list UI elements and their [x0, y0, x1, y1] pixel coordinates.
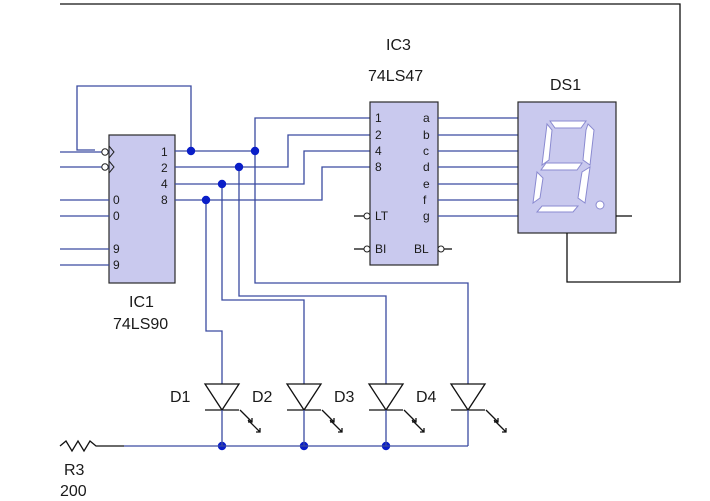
ic3-input-label: 4 — [375, 144, 382, 158]
ds1-display — [517, 101, 632, 234]
r3-value: 200 — [60, 483, 87, 500]
ic3-output-label: e — [423, 177, 430, 191]
led-d1 — [203, 350, 261, 446]
segment-bus — [438, 117, 518, 217]
ic3-output-label: b — [423, 128, 430, 142]
ic1-output-label: 8 — [161, 193, 168, 207]
r3-ref: R3 — [64, 462, 85, 479]
diode-label: D1 — [170, 389, 191, 406]
ic3-input-label: 2 — [375, 128, 382, 142]
ic3-output-label: g — [423, 209, 430, 223]
ic3-output-label: c — [423, 144, 429, 158]
ic1-chip: 0 0 9 9 1 2 4 8 — [60, 134, 176, 284]
ic3-lt-label: LT — [375, 209, 389, 223]
ds1-ref: DS1 — [550, 77, 581, 94]
ic1-input-label: 9 — [113, 242, 120, 256]
ic3-part: 74LS47 — [368, 68, 423, 85]
ic3-ref: IC3 — [386, 37, 411, 54]
ic3-chip: 1 2 4 8 LT BI BL a b c d e f g — [354, 101, 452, 266]
ic3-input-label: 8 — [375, 160, 382, 174]
junctions — [186, 146, 391, 451]
ic3-output-label: a — [423, 111, 430, 125]
ic1-input-label: 0 — [113, 209, 120, 223]
diode-label: D2 — [252, 389, 273, 406]
ic3-bl-label: BL — [414, 242, 429, 256]
ic1-input-label: 9 — [113, 258, 120, 272]
ic3-bi-label: BI — [375, 242, 386, 256]
ic3-output-label: d — [423, 160, 430, 174]
diode-label: D4 — [416, 389, 437, 406]
ic1-input-label: 0 — [113, 193, 120, 207]
ic1-output-label: 1 — [161, 145, 168, 159]
ic1-part: 74LS90 — [113, 316, 168, 333]
ic3-input-label: 1 — [375, 111, 382, 125]
resistor-r3 — [59, 439, 124, 453]
ic3-output-label: f — [423, 193, 427, 207]
ic1-output-label: 4 — [161, 177, 168, 191]
led-d2 — [285, 350, 343, 446]
led-d3 — [367, 350, 425, 446]
diode-label: D3 — [334, 389, 355, 406]
led-d4 — [449, 350, 507, 446]
ic1-output-label: 2 — [161, 161, 168, 175]
ic1-ref: IC1 — [129, 294, 154, 311]
